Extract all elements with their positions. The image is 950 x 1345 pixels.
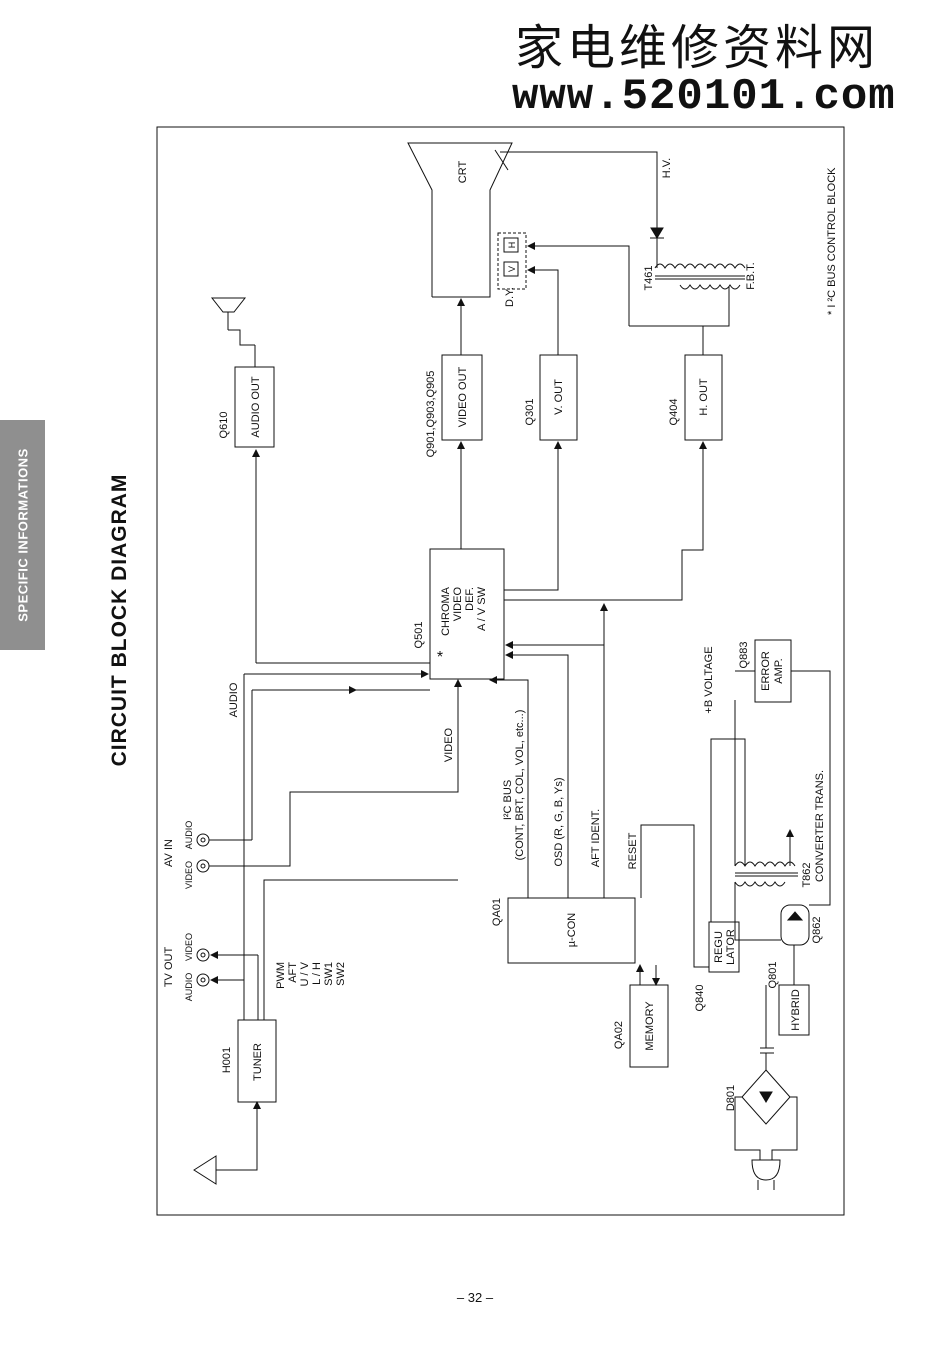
chroma-block bbox=[429, 548, 505, 680]
dy-label: D.Y. bbox=[504, 287, 516, 307]
video-out-ref: Q901,Q903,Q905 bbox=[425, 371, 437, 458]
lh-label: L / H bbox=[311, 962, 323, 985]
sw2-label: SW2 bbox=[335, 962, 347, 986]
tuner-label: TUNER bbox=[252, 1043, 264, 1081]
dy-v-label: V bbox=[507, 266, 517, 272]
sw1-label: SW1 bbox=[323, 962, 335, 986]
tv-out-audio-jack bbox=[196, 973, 210, 987]
bridge-ref: D801 bbox=[725, 1085, 737, 1111]
chroma-ref: Q501 bbox=[413, 622, 425, 649]
video-label: VIDEO bbox=[443, 727, 455, 762]
av-in-video-jack bbox=[196, 859, 210, 873]
crt-shape bbox=[407, 142, 513, 298]
audio-out-ref: Q610 bbox=[218, 412, 230, 439]
i2c-note: * I ²C BUS CONTROL BLOCK bbox=[826, 167, 838, 315]
dy-h-label: H bbox=[507, 242, 517, 249]
b-voltage-label: +B VOLTAGE bbox=[703, 646, 715, 713]
error-amp-ref: Q883 bbox=[738, 642, 750, 669]
h-out-label: H. OUT bbox=[698, 378, 710, 416]
hv-diode-icon bbox=[650, 227, 664, 239]
aft-label: AFT bbox=[287, 962, 299, 983]
regulator-ref: Q840 bbox=[694, 985, 706, 1012]
power-plug-icon bbox=[751, 1159, 781, 1181]
osd-label: OSD (R, G, B, Ys) bbox=[553, 777, 565, 866]
audio-out-label: AUDIO OUT bbox=[250, 376, 262, 437]
av-in-audio-jack bbox=[196, 833, 210, 847]
photocoupler-ref: Q862 bbox=[811, 917, 823, 944]
converter-ref: T862 bbox=[801, 862, 813, 887]
reset-label: RESET bbox=[627, 832, 639, 869]
tv-out-label: TV OUT bbox=[163, 947, 175, 988]
chroma-label-1: CHROMA bbox=[440, 586, 452, 636]
converter-transformer-icon bbox=[734, 861, 796, 867]
speaker-icon bbox=[210, 297, 247, 313]
watermark-title: 家电维修资料网 bbox=[515, 20, 880, 76]
chroma-label-4: A / V SW bbox=[476, 586, 488, 631]
tv-out-video-label: VIDEO bbox=[184, 933, 194, 961]
regulator-label-1: REGU bbox=[713, 931, 725, 963]
tv-out-video-jack bbox=[196, 948, 210, 962]
audio-label: AUDIO bbox=[228, 682, 240, 717]
fbt-ref: T461 bbox=[643, 265, 655, 290]
fbt-coil-icon bbox=[654, 263, 746, 269]
pwm-label: PWM bbox=[275, 962, 287, 989]
diagram-frame bbox=[156, 126, 845, 1216]
hv-label: H.V. bbox=[661, 158, 673, 178]
chroma-label-2: VIDEO bbox=[452, 587, 464, 622]
error-amp-label-1: ERROR bbox=[760, 651, 772, 691]
memory-label: MEMORY bbox=[644, 1001, 656, 1051]
i2c-bus-label-2: (CONT, BRT, COL, VOL, etc...) bbox=[514, 710, 526, 861]
memory-ref: QA02 bbox=[613, 1021, 625, 1049]
mcu-block bbox=[507, 897, 636, 964]
tv-out-audio-label: AUDIO bbox=[184, 973, 194, 1002]
av-in-label: AV IN bbox=[163, 839, 175, 867]
av-in-audio-label: AUDIO bbox=[184, 821, 194, 850]
tuner-ref: H001 bbox=[221, 1047, 233, 1073]
uv-label: U / V bbox=[299, 961, 311, 986]
v-out-label: V. OUT bbox=[553, 379, 565, 415]
fbt-label: F.B.T. bbox=[745, 262, 757, 290]
photocoupler-icon bbox=[780, 904, 810, 946]
regulator-label-2: LATOR bbox=[725, 929, 737, 965]
chroma-star: * bbox=[437, 649, 443, 666]
watermark-url: www.520101.com bbox=[512, 72, 896, 122]
chroma-label-3: DEF. bbox=[464, 587, 476, 611]
hybrid-label: HYBRID bbox=[790, 989, 802, 1031]
error-amp-label-2: AMP. bbox=[773, 658, 785, 683]
antenna-icon bbox=[193, 1155, 217, 1185]
aft-ident-label: AFT IDENT. bbox=[590, 809, 602, 867]
memory-block bbox=[629, 984, 669, 1068]
side-tab: SPECIFIC INFORMATIONS bbox=[0, 420, 45, 650]
deflection-yoke-icon bbox=[497, 232, 527, 290]
regulator-block bbox=[708, 921, 740, 973]
video-out-label: VIDEO OUT bbox=[457, 366, 469, 427]
i2c-bus-label-1: I²C BUS bbox=[502, 780, 514, 820]
bridge-rectifier-icon bbox=[741, 1069, 791, 1125]
v-out-ref: Q301 bbox=[524, 399, 536, 426]
page-number: – 32 – bbox=[456, 1290, 494, 1305]
mcu-label: µ-CON bbox=[566, 913, 578, 948]
mcu-ref: QA01 bbox=[491, 898, 503, 926]
hybrid-ref: Q801 bbox=[767, 962, 779, 989]
video-out-block bbox=[441, 354, 483, 441]
av-in-video-label: VIDEO bbox=[184, 861, 194, 889]
crt-label: CRT bbox=[457, 161, 469, 184]
converter-label: CONVERTER TRANS. bbox=[814, 770, 826, 882]
h-out-ref: Q404 bbox=[668, 399, 680, 426]
